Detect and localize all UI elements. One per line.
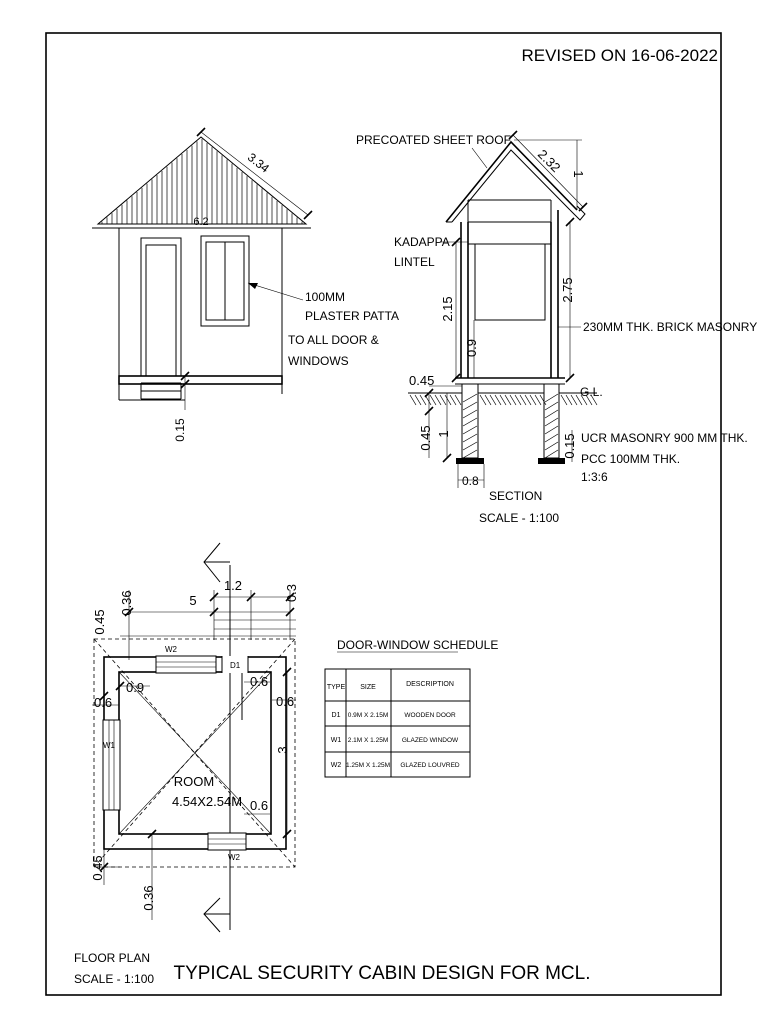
floor-plan: W2 D1 W1 W2 ROOM 4.54X2.54M 0.36 0.45 5 …	[74, 542, 299, 986]
plaster-note-l4: WINDOWS	[288, 354, 349, 368]
label-pcc: PCC 100MM THK.	[581, 452, 680, 466]
schedule-cell: W2	[331, 762, 342, 769]
pcc-left	[456, 458, 484, 464]
foundation-hatch	[462, 393, 559, 459]
dim-plan-inner-06b: 0.6	[250, 798, 268, 813]
label-kadappa: KADAPPA	[394, 235, 450, 249]
tag-w2-bottom: W2	[228, 853, 241, 862]
plaster-note-l2: PLASTER PATTA	[305, 309, 399, 323]
dim-section-215: 2.15	[440, 296, 455, 321]
dim-plan-top-03: 0.3	[284, 584, 299, 602]
schedule-cell: 1.25M X 1.25M	[346, 762, 390, 769]
revised-date: REVISED ON 16-06-2022	[521, 46, 718, 65]
dim-section-w045: 0.45	[409, 373, 434, 388]
dim-plan-bot-045: 0.45	[90, 855, 105, 880]
schedule-table	[324, 668, 471, 778]
schedule-title: DOOR-WINDOW SCHEDULE	[337, 638, 498, 652]
sheet-border	[45, 32, 722, 996]
window-w2-bottom	[207, 832, 247, 851]
window-w1	[102, 719, 121, 811]
dim-line-roof-slope	[200, 131, 309, 216]
label-lintel: LINTEL	[394, 255, 435, 269]
room-size: 4.54X2.54M	[172, 794, 242, 809]
tag-w1: W1	[103, 741, 116, 750]
dim-section-d1: 1	[436, 430, 451, 437]
roof-leader	[471, 147, 488, 169]
section-drawing: PRECOATED SHEET ROOF 2.32 1	[356, 130, 757, 525]
dim-plan-top-5: 5	[189, 593, 196, 608]
elevation-steps	[140, 382, 182, 400]
dim-section-275: 2.75	[560, 277, 575, 302]
front-elevation: 3.34 6.2 0.15 100MM PLASTER PATTA TO ALL…	[92, 127, 399, 442]
schedule-header-description: DESCRIPTION	[406, 681, 454, 688]
plan-title: FLOOR PLAN	[74, 951, 150, 965]
pcc-right	[538, 458, 565, 464]
schedule-cell: 0.9M X 2.15M	[348, 712, 388, 719]
plaster-note-l1: 100MM	[305, 290, 345, 304]
ground-hatch	[409, 394, 598, 406]
schedule-cell: 2.1M X 1.25M	[348, 737, 388, 744]
label-ucr: UCR MASONRY 900 MM THK.	[581, 431, 748, 445]
dim-roof-width: 6.2	[193, 216, 208, 228]
dim-section-rise: 1	[571, 170, 586, 177]
dim-plan-top-12: 1.2	[224, 578, 242, 593]
label-gl: G.L.	[580, 385, 603, 399]
schedule-header-type: TYPE	[327, 684, 346, 691]
dim-plan-right-3: 3	[275, 746, 290, 753]
plan-scale: SCALE - 1:100	[74, 972, 154, 986]
section-title: SECTION	[489, 489, 542, 503]
plaster-note-l3: TO ALL DOOR &	[288, 333, 379, 347]
dim-plan-inner-06a: 0.6	[250, 674, 268, 689]
schedule-cell: GLAZED LOUVRED	[400, 762, 460, 769]
dim-plinth: 0.15	[173, 418, 187, 442]
plinth-outline	[93, 638, 296, 868]
label-mix: 1:3:6	[581, 470, 608, 484]
label-brick: 230MM THK. BRICK MASONRY	[583, 320, 757, 334]
dim-plan-top-036: 0.36	[119, 590, 134, 615]
schedule-cell: WOODEN DOOR	[404, 712, 456, 719]
dim-section-d045: 0.45	[418, 425, 433, 450]
section-window	[474, 243, 546, 321]
dim-plan-inner-09: 0.9	[126, 680, 144, 695]
label-roof: PRECOATED SHEET ROOF	[356, 133, 511, 147]
dim-section-d015: 0.15	[562, 433, 577, 458]
elevation-plinth	[118, 375, 283, 385]
schedule-cell: GLAZED WINDOW	[402, 737, 459, 744]
plaster-leader	[247, 282, 304, 301]
elevation-window	[200, 235, 250, 327]
dim-plan-top-045: 0.45	[92, 609, 107, 634]
roof-hatch	[101, 138, 303, 224]
schedule-cell: W1	[331, 737, 342, 744]
schedule-cell: D1	[332, 712, 341, 719]
dim-plan-left-06: 0.6	[94, 695, 112, 710]
section-roof	[445, 140, 578, 223]
dim-plan-right-06: 0.6	[276, 694, 294, 709]
section-scale: SCALE - 1:100	[479, 511, 559, 525]
elevation-door	[140, 237, 182, 377]
dim-section-w08: 0.8	[462, 474, 479, 488]
dim-roof-slope: 3.34	[245, 150, 272, 176]
drawing-title: TYPICAL SECURITY CABIN DESIGN FOR MCL.	[173, 963, 590, 984]
window-w2-top	[155, 655, 217, 674]
tag-d1: D1	[230, 661, 241, 670]
door-window-schedule: DOOR-WINDOW SCHEDULE TYPE SIZE DESCRIPTI…	[324, 638, 498, 778]
schedule-header-size: SIZE	[360, 684, 376, 691]
section-arrow-bottom	[203, 897, 221, 933]
dim-section-09: 0.9	[464, 339, 479, 357]
room-label: ROOM	[174, 774, 214, 789]
tag-w2-top: W2	[165, 645, 178, 654]
dim-plan-bot-036: 0.36	[141, 885, 156, 910]
